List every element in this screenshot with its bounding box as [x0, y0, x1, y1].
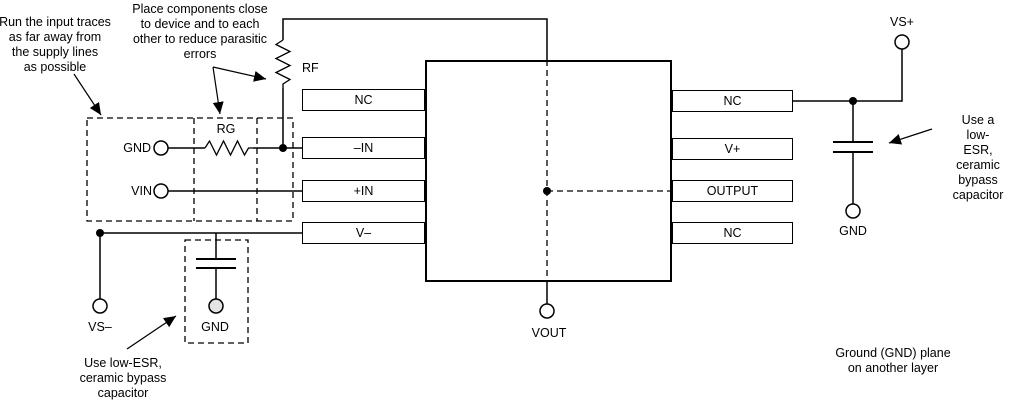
pad-nc-right-top-label: NC [723, 94, 742, 108]
note-low-esr-right: Use a low-ESR, ceramic bypass capacitor [952, 113, 1004, 202]
terminal-vs-minus [92, 298, 108, 314]
resistor-rg [204, 139, 253, 157]
pad-v-plus: V+ [672, 138, 793, 160]
signal-traces [99, 18, 903, 304]
input-trace-region-box [86, 117, 294, 222]
label-vin: VIN [131, 184, 152, 198]
junction-neg-in [279, 144, 287, 152]
arrow-to-rf [212, 66, 267, 82]
resistor-rf [274, 39, 292, 88]
label-gnd-input: GND [123, 141, 151, 155]
label-vout: VOUT [531, 326, 567, 340]
pad-output: OUTPUT [672, 180, 793, 202]
label-rg: RG [216, 122, 236, 136]
device-body [425, 60, 672, 282]
arrow-to-rg [212, 66, 224, 115]
resistors [204, 39, 292, 157]
arrow-input-traces [73, 73, 102, 116]
dashed-regions [86, 60, 672, 344]
input-region-dividers [193, 118, 258, 221]
left-bypass-cap-box [184, 239, 249, 344]
pad-nc-left: NC [302, 89, 425, 111]
pad-nc-left-label: NC [354, 93, 373, 107]
note-low-esr-left: Use low-ESR, ceramic bypass capacitor [79, 356, 167, 400]
pad-v-plus-label: V+ [724, 142, 741, 156]
pad-v-minus-label: V– [355, 226, 372, 240]
terminal-vs-plus [894, 34, 910, 50]
label-gnd-right: GND [839, 224, 867, 238]
annotation-arrows [73, 66, 933, 350]
bypass-capacitor-left [196, 258, 236, 269]
note-run-input-traces: Run the input traces as far away from th… [0, 15, 111, 74]
trace-feedback-top [282, 18, 548, 60]
terminal-gnd-input [153, 140, 169, 156]
pad-pos-in-label: +IN [353, 184, 374, 198]
pad-nc-right-bottom: NC [672, 222, 793, 244]
terminal-gnd-bottom [208, 298, 224, 314]
label-vs-minus: VS– [88, 320, 112, 334]
pad-v-minus: V– [302, 222, 425, 244]
pad-neg-in: –IN [302, 137, 425, 159]
terminal-vout [539, 303, 555, 319]
bypass-capacitor-right [833, 141, 873, 153]
trace-v-plus-supply [793, 49, 903, 102]
pad-output-label: OUTPUT [706, 184, 759, 198]
arrow-left-capacitor [126, 315, 177, 350]
junction-output-via [543, 187, 551, 195]
label-gnd-bottom: GND [201, 320, 229, 334]
pad-nc-right-top: NC [672, 90, 793, 112]
junction-v-minus [96, 229, 104, 237]
label-vs-plus: VS+ [890, 15, 914, 29]
junction-dots [96, 97, 857, 237]
terminal-gnd-right [845, 203, 861, 219]
pad-nc-right-bottom-label: NC [723, 226, 742, 240]
label-rf: RF [302, 61, 319, 75]
note-place-components: Place components close to device and to … [132, 2, 268, 61]
terminal-vin [153, 183, 169, 199]
note-ground-plane: Ground (GND) plane on another layer [835, 346, 951, 375]
capacitors [196, 141, 873, 269]
terminal-pads [92, 34, 910, 319]
pad-neg-in-label: –IN [353, 141, 374, 155]
junction-v-plus [849, 97, 857, 105]
pad-pos-in: +IN [302, 180, 425, 202]
arrow-right-capacitor [888, 128, 933, 145]
